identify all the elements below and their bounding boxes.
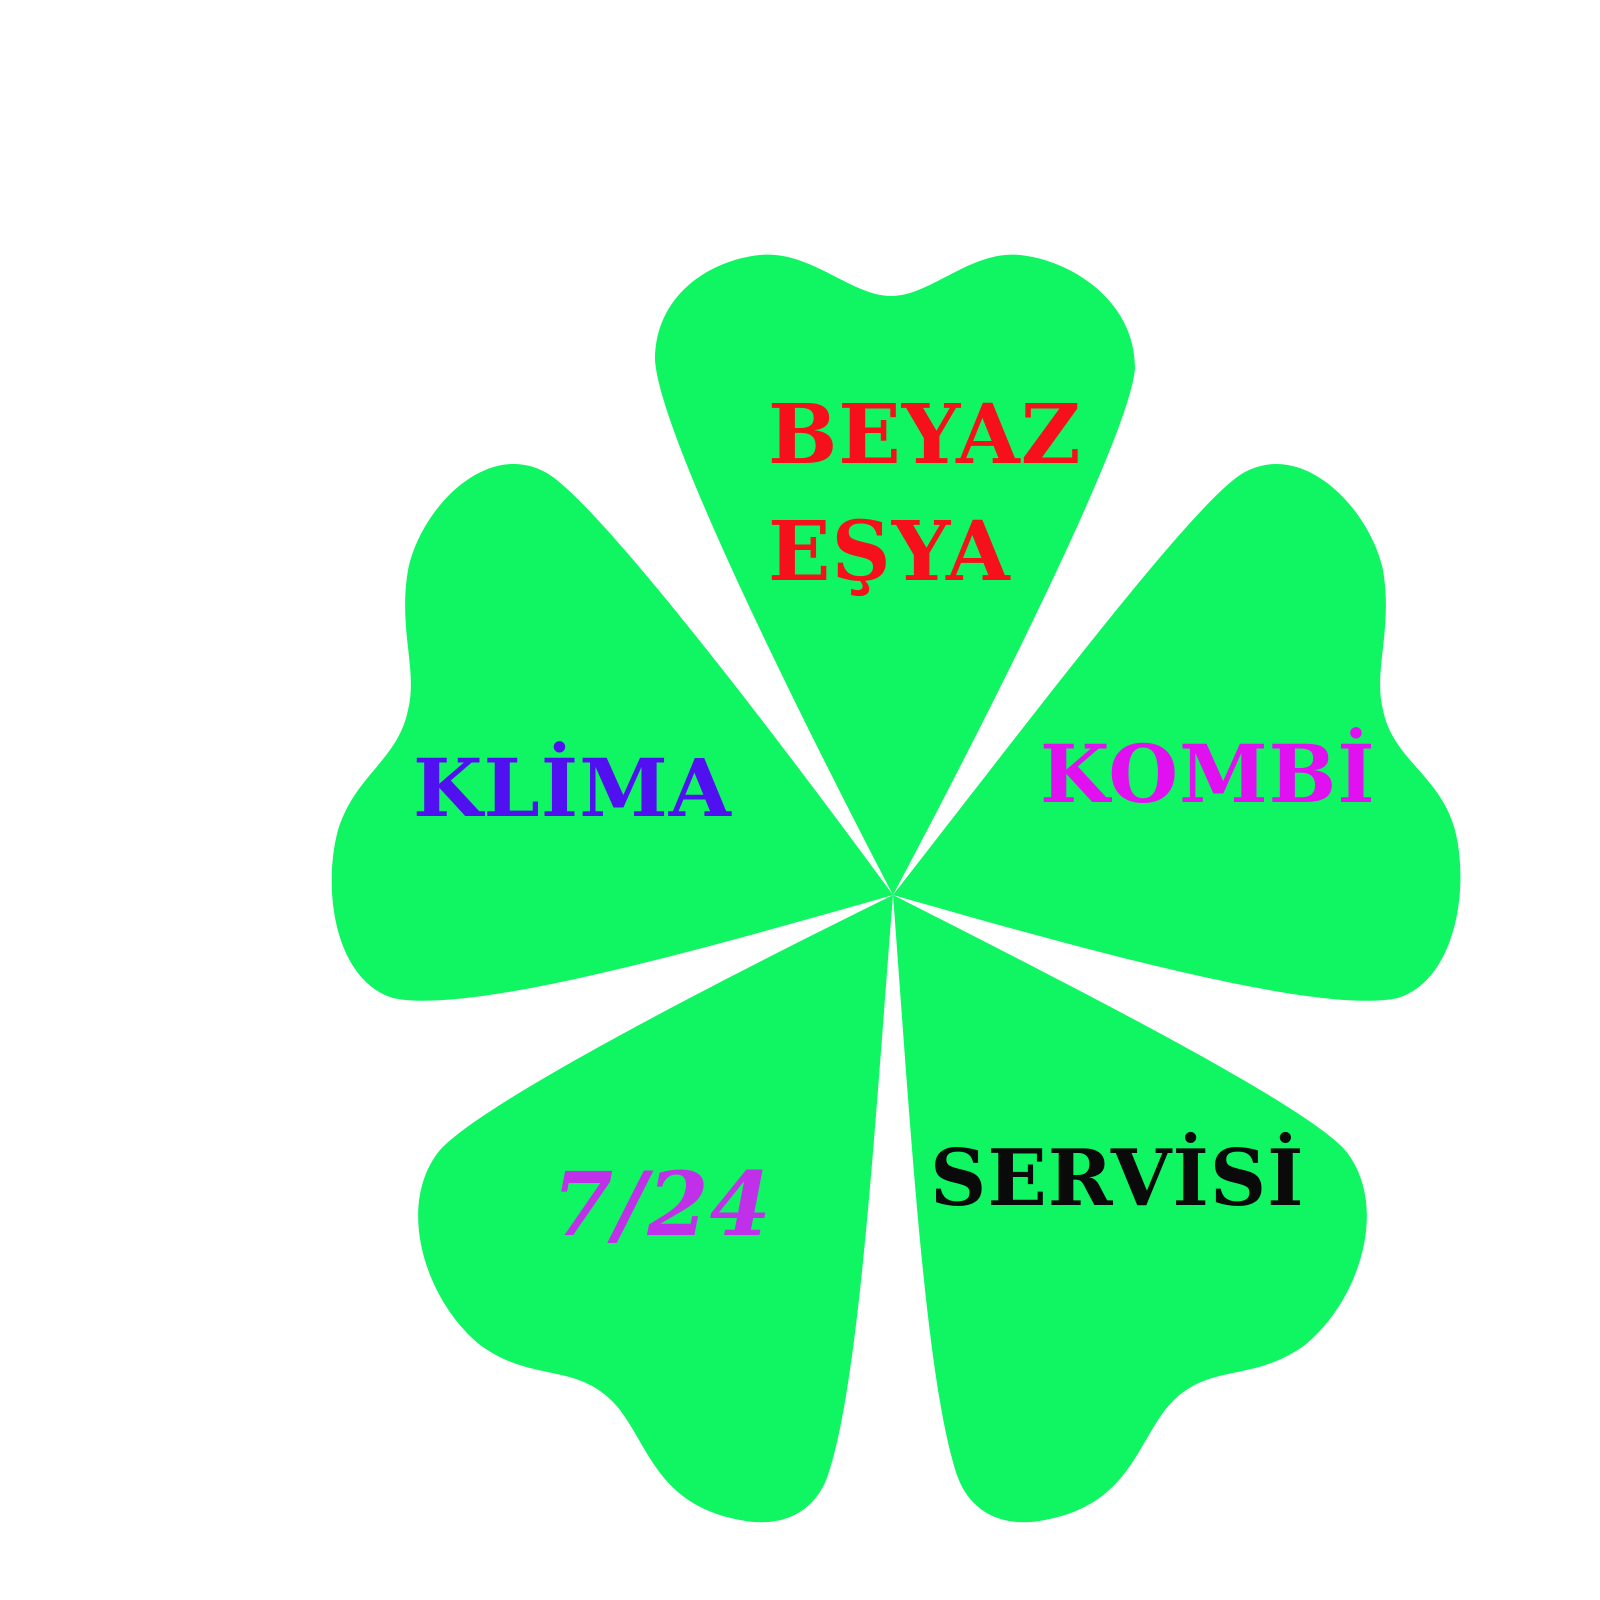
label-top-line1: BEYAZ [768,387,1082,483]
leaf-bottom-right [893,895,1367,1523]
label-top-line2: EŞYA [768,504,1011,600]
leaf-bottom-left [418,895,893,1523]
label-left: KLİMA [413,740,732,835]
leaf-top [655,254,1135,896]
label-bottom-left: 7/24 [552,1152,772,1256]
label-bottom-right: SERVİSİ [930,1131,1305,1224]
leaf-left [331,463,893,1001]
label-right: KOMBİ [1040,726,1376,821]
leaf-right [893,463,1461,1001]
